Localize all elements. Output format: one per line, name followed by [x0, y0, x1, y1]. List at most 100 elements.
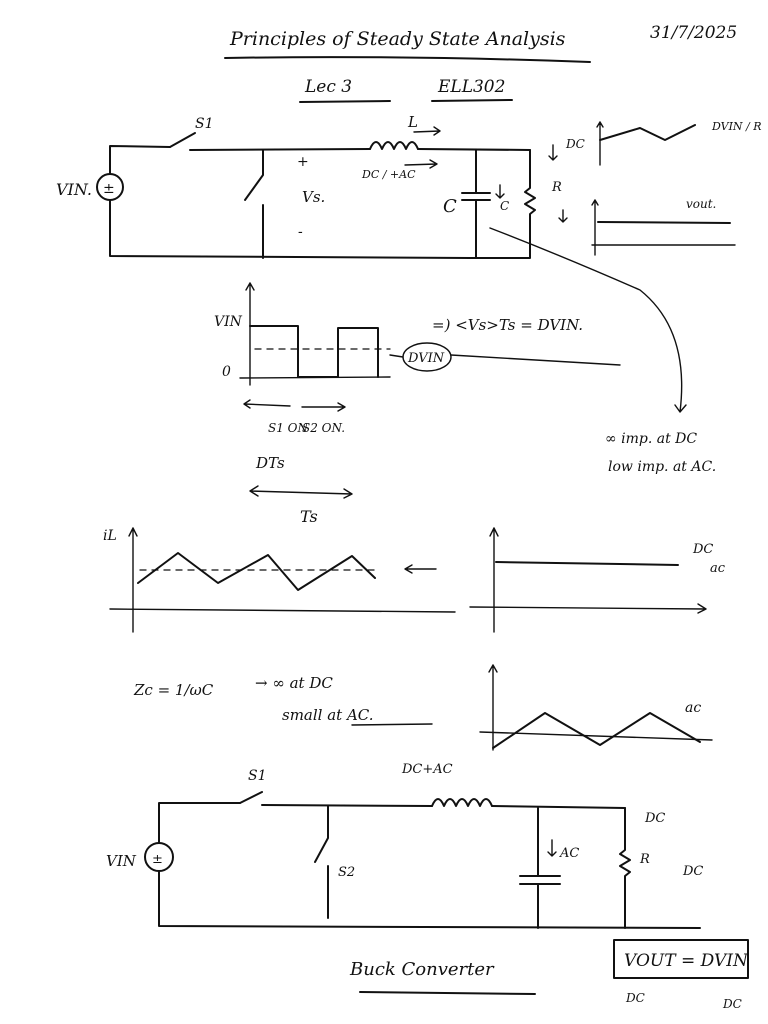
- switch-s2-leg: [244, 149, 264, 259]
- mini-axis-1: [596, 121, 604, 166]
- ac-plot-label: ac: [685, 700, 701, 716]
- dc-plot-label: DC: [692, 542, 713, 557]
- impedance-ac-note: small at AC.: [282, 706, 374, 724]
- wire-left-top: [109, 145, 171, 175]
- waveform-y-axis: [245, 282, 255, 386]
- wire-top-right: [417, 148, 531, 151]
- wire-bottom: [109, 199, 471, 259]
- buck-wire-top-right: [491, 805, 626, 809]
- vout-equation: VOUT = DVIN: [624, 951, 749, 971]
- capacitor-label: C: [443, 196, 457, 217]
- square-wave: [249, 325, 379, 378]
- switch-s1-blade: [169, 132, 196, 148]
- period-arrow: [249, 485, 353, 499]
- title-underline: [224, 56, 591, 63]
- s1-label: S1: [195, 116, 214, 132]
- note-infinite-impedance: ∞ imp. at DC: [605, 431, 697, 447]
- inductor-current-arrow-icon: [404, 159, 438, 169]
- il-x-axis: [109, 608, 456, 613]
- buck-r-label: R: [639, 852, 650, 867]
- buck-caption: Buck Converter: [349, 959, 495, 980]
- ac-scribble-label: ac: [710, 561, 726, 576]
- ac-underline: [351, 723, 433, 726]
- average-equation: =) <Vs>Ts = DVIN.: [432, 316, 583, 334]
- vout-result-box: [613, 939, 749, 979]
- switching-waveform: VIN 0 DVIN =) <Vs>Ts = DVIN. S1 ON S2 ON…: [214, 282, 621, 526]
- buck-dc-label-2: DC: [682, 864, 703, 879]
- connector-curve-arrow: [489, 227, 687, 413]
- inductor-label: L: [407, 113, 418, 131]
- wave-zero-label: 0: [222, 364, 231, 380]
- buck-capacitor-symbol: [519, 807, 561, 929]
- dc-x-axis: [469, 603, 707, 614]
- dts-label: DTs: [255, 454, 285, 472]
- ac-x-axis: [479, 731, 713, 741]
- s1-on-label: S1 ON: [268, 421, 309, 435]
- vout-dc-label: DC: [625, 991, 645, 1005]
- svg-text:±: ±: [103, 181, 115, 197]
- vs-label: Vs.: [302, 188, 325, 206]
- buck-wire-top: [261, 804, 433, 807]
- inductor-symbol: [369, 141, 419, 150]
- dvin-circled-label: DVIN: [407, 351, 445, 366]
- mini-axis-2: [591, 199, 599, 256]
- course-code: ELL302: [437, 77, 505, 97]
- cap-current-arrow-icon: [495, 184, 505, 199]
- buck-wire-left-top: [158, 802, 241, 844]
- dvin-connector: [389, 354, 621, 366]
- buck-dc-ac-label: DC+AC: [401, 762, 453, 777]
- inductor-current-plot: iL DC ac: [103, 527, 726, 633]
- vout-level-line: [597, 221, 731, 224]
- dc-arrow-icon: [548, 144, 558, 161]
- buck-wire-bottom: [158, 870, 701, 929]
- wave-vin-label: VIN: [214, 314, 243, 330]
- buck-inductor-symbol: [431, 798, 493, 807]
- ac-triangle-wave: [492, 712, 701, 749]
- buck-vin-label: VIN: [106, 852, 137, 870]
- equals-arrow-icon: [404, 564, 437, 574]
- date-text: 31/7/2025: [650, 23, 737, 43]
- buck-converter-diagram: ± VIN S1 S2 DC+AC AC R DC DC VOUT = DVIN…: [106, 762, 749, 1011]
- ac-ripple-plot: ac: [479, 664, 713, 751]
- course-underline: [431, 99, 513, 102]
- capacitor-symbol: [461, 149, 491, 259]
- buck-switch-s1: [239, 791, 263, 804]
- buck-caption-underline: [359, 991, 536, 995]
- ac-y-axis: [488, 664, 498, 751]
- il-y-axis: [128, 527, 138, 633]
- resistor-label: R: [551, 180, 562, 195]
- dvin-dc-label: DC: [722, 997, 742, 1011]
- buck-ac-label: AC: [559, 846, 579, 861]
- lecture-underline: [299, 100, 391, 103]
- buck-resistor-symbol: [619, 807, 631, 929]
- interval-arrows: [243, 399, 346, 412]
- buck-ac-arrow-icon: [547, 839, 557, 857]
- vout-label: vout.: [686, 197, 716, 211]
- vs-minus: -: [298, 224, 303, 240]
- impedance-formula: Zc = 1/ωC: [133, 681, 214, 699]
- vin-label: VIN.: [56, 180, 92, 199]
- mini-triangle-wave: [599, 124, 696, 141]
- impedance-dc-note: → ∞ at DC: [255, 674, 333, 692]
- svg-text:±: ±: [152, 852, 163, 867]
- s2-on-label: S2 ON.: [302, 421, 345, 435]
- wire-top: [189, 148, 371, 151]
- lecture-label: Lec 3: [304, 77, 352, 97]
- ts-label: Ts: [300, 507, 318, 526]
- current-arrow-icon: [413, 126, 441, 136]
- page-title: Principles of Steady State Analysis: [229, 28, 566, 50]
- il-triangle-wave: [137, 552, 376, 591]
- buck-dc-label-1: DC: [644, 811, 665, 826]
- buck-s1-label: S1: [248, 768, 267, 784]
- dc-level-line: [495, 561, 679, 566]
- circuit-diagram-1: ± VIN. S1 + Vs. - L DC / +AC C C R DC: [56, 113, 762, 413]
- dc-y-axis: [489, 527, 499, 633]
- buck-s2-label: S2: [338, 865, 355, 880]
- vs-plus: +: [297, 154, 309, 170]
- il-label: iL: [103, 528, 117, 544]
- cap-current-label: C: [500, 199, 509, 213]
- dc-ac-label: DC / +AC: [361, 168, 416, 181]
- dc-label: DC: [565, 137, 585, 151]
